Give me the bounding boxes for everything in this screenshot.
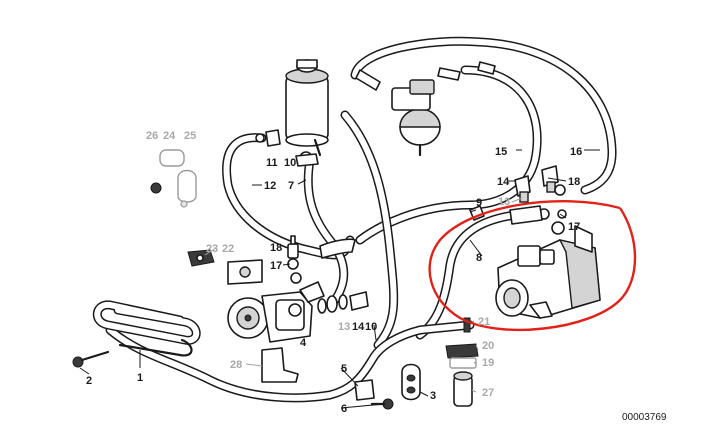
callout-17-left: 17: [270, 260, 282, 272]
callout-28: 28: [230, 359, 242, 371]
leader-lines: [79, 149, 600, 409]
ghost-clamps-24-26: [150, 149, 197, 208]
callout-17-right: 17: [568, 221, 580, 233]
line-1: [105, 320, 475, 403]
callout-19: 19: [482, 357, 494, 369]
callout-10-bottom: 10: [365, 321, 377, 333]
grommet-3: [401, 363, 421, 401]
union-18-17: [287, 235, 356, 284]
callout-8: 8: [476, 252, 482, 264]
bracket-28: [261, 347, 299, 383]
callout-14-pump: 14: [352, 321, 365, 333]
callout-9: 9: [476, 197, 482, 209]
callout-18-right: 18: [568, 176, 580, 188]
bolt-2: [72, 350, 110, 368]
callout-22: 22: [222, 243, 234, 255]
callout-18-left: 18: [270, 242, 282, 254]
callout-11: 11: [266, 157, 278, 169]
pressure-line: [340, 110, 399, 350]
pump: [227, 281, 325, 343]
callout-2: 2: [86, 375, 92, 387]
callout-21: 21: [478, 316, 490, 328]
hose-7: [303, 155, 349, 305]
callout-26: 26: [146, 130, 158, 142]
callout-24: 24: [163, 130, 176, 142]
cooler-loop: [92, 300, 201, 357]
reference-number: 00003769: [622, 412, 667, 423]
clamp-5-6: [354, 379, 394, 410]
callout-5: 5: [341, 363, 347, 375]
callout-7: 7: [288, 180, 294, 192]
callout-6: 6: [341, 403, 347, 415]
clamps-10-11: [255, 129, 319, 167]
callout-labels: 1 2 3 4 5 6 7 8 9 10 10 11 12 13 13 14 1…: [86, 130, 582, 415]
hose-8: [415, 210, 520, 340]
callout-14-right: 14: [497, 176, 510, 188]
callout-3: 3: [430, 390, 436, 402]
steering-box: [495, 221, 601, 319]
callout-25: 25: [184, 130, 196, 142]
callout-27: 27: [482, 387, 494, 399]
callout-23: 23: [206, 243, 218, 255]
callout-20: 20: [482, 340, 494, 352]
callout-12: 12: [264, 180, 276, 192]
callout-4: 4: [300, 337, 307, 349]
callout-15: 15: [495, 146, 507, 158]
box-fittings: [469, 165, 567, 225]
banjo-fittings: [317, 291, 369, 314]
callout-13-pump: 13: [338, 321, 350, 333]
callout-16: 16: [570, 146, 582, 158]
callout-1: 1: [137, 372, 143, 384]
reservoir: [285, 59, 329, 165]
bracket-22-23: [187, 249, 263, 285]
callout-13-right: 13: [498, 196, 510, 208]
mounts-19-21-27: [445, 317, 479, 407]
highlight-circle: [428, 200, 637, 332]
accumulator: [355, 61, 496, 157]
callout-10-top: 10: [284, 157, 296, 169]
hose-16: [350, 36, 617, 195]
